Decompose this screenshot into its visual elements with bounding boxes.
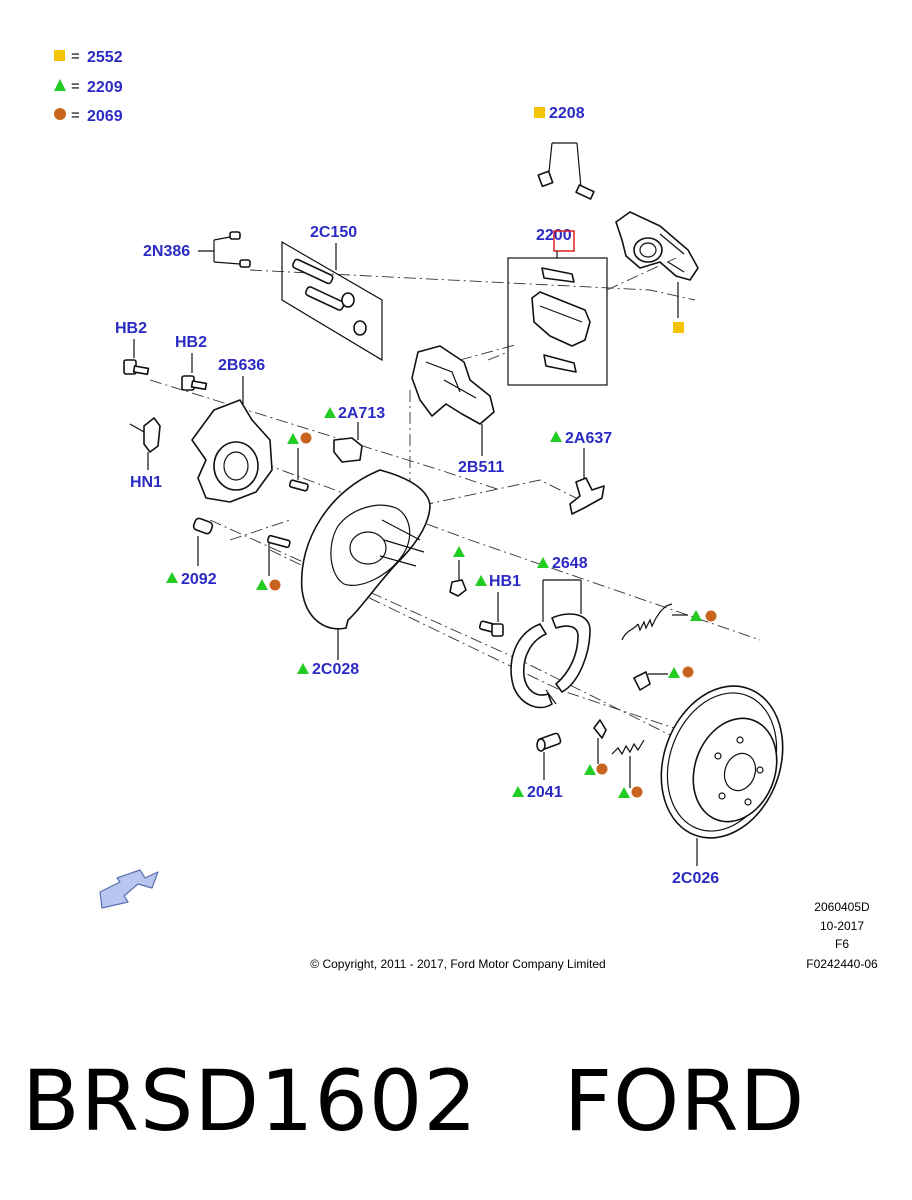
meta-code: 2060405D xyxy=(814,900,870,914)
screw-triangle-icon xyxy=(287,433,299,444)
adjuster-circle-icon xyxy=(682,666,694,678)
part-2c150-label: 2C150 xyxy=(310,224,357,241)
legend-triangle-sep: = xyxy=(71,78,80,95)
part-2b511-label: 2B511 xyxy=(458,459,504,476)
diagram-metadata: 2060405D 10-2017 F6 F0242440-06 © Copyri… xyxy=(310,900,878,971)
lower-lever-triangle-icon xyxy=(584,764,596,775)
shield-screw-circle-icon xyxy=(269,579,281,591)
part-2041-adjuster: 2041 xyxy=(512,732,563,801)
small-nut xyxy=(449,546,467,597)
part-hb1: HB1 xyxy=(475,573,521,637)
legend: = 2552 = 2209 = 2069 xyxy=(54,48,123,125)
part-2a713-label: 2A713 xyxy=(338,405,385,422)
lower-spring-triangle-icon xyxy=(618,787,630,798)
part-2a713-triangle-icon xyxy=(324,407,336,418)
part-2b511-bracket: 2B511 xyxy=(411,345,504,476)
legend-circle-sep: = xyxy=(71,107,80,124)
lower-spring-circle-icon xyxy=(631,786,643,798)
legend-circle-icon xyxy=(54,108,66,120)
pin-boot-icon xyxy=(341,292,367,336)
part-2092-triangle-icon xyxy=(166,572,178,583)
legend-triangle-icon xyxy=(54,79,66,91)
part-2648-label: 2648 xyxy=(552,555,588,572)
brake-pad-icon xyxy=(531,291,591,347)
part-hn1-label: HN1 xyxy=(130,474,162,491)
caliper-square-icon xyxy=(673,322,684,333)
spring-upper-triangle-icon xyxy=(690,610,702,621)
part-2a637-triangle-icon xyxy=(550,431,562,442)
part-2c028-triangle-icon xyxy=(297,663,309,674)
part-hn1: HN1 xyxy=(129,417,162,491)
part-hb1-label: HB1 xyxy=(489,573,521,590)
meta-date: 10-2017 xyxy=(820,919,864,933)
part-2c026-label: 2C026 xyxy=(672,870,719,887)
meta-ref: F0242440-06 xyxy=(806,957,878,971)
highlight-marker xyxy=(553,230,575,252)
part-2208-label: 2208 xyxy=(549,105,585,122)
meta-sheet: F6 xyxy=(835,937,849,951)
legend-square-sep: = xyxy=(71,48,80,65)
bolt-icon xyxy=(575,184,595,200)
part-2041-label: 2041 xyxy=(527,784,563,801)
part-2200-pad-kit: 2200 xyxy=(507,227,608,386)
part-2041-triangle-icon xyxy=(512,786,524,797)
guide-pin-icon xyxy=(292,258,345,311)
caption: BRSD1602 FORD xyxy=(22,1052,805,1150)
connector-lines xyxy=(487,257,677,361)
direction-arrow-icon xyxy=(99,869,159,909)
part-hb2-label-b: HB2 xyxy=(175,334,207,351)
caption-brand: FORD xyxy=(563,1052,806,1150)
legend-triangle-code: 2209 xyxy=(87,79,123,96)
spring-upper-circle-icon xyxy=(705,610,717,622)
part-2092-label: 2092 xyxy=(181,571,217,588)
part-2a637: 2A637 xyxy=(550,430,612,515)
legend-square-code: 2552 xyxy=(87,49,123,66)
part-hb2-bolts: HB2 HB2 xyxy=(115,320,208,391)
bolt-icon xyxy=(123,359,150,376)
small-nut-triangle-icon xyxy=(453,546,465,557)
copyright: © Copyright, 2011 - 2017, Ford Motor Com… xyxy=(310,957,605,971)
part-2n386: 2N386 xyxy=(143,231,251,268)
spring-upper xyxy=(621,603,717,641)
part-2c028-label: 2C028 xyxy=(312,661,359,678)
adjuster-lever xyxy=(633,666,694,691)
part-2c026-rotor: 2C026 xyxy=(660,685,784,887)
part-2a637-label: 2A637 xyxy=(565,430,612,447)
part-2b636-label: 2B636 xyxy=(218,357,265,374)
part-2208-bolts: 2208 xyxy=(534,105,595,200)
part-2208-square-icon xyxy=(534,107,545,118)
part-hb1-triangle-icon xyxy=(475,575,487,586)
bolt-icon xyxy=(181,375,208,391)
brake-exploded-diagram: = 2552 = 2209 = 2069 2208 xyxy=(54,48,878,971)
legend-circle-code: 2069 xyxy=(87,108,123,125)
lower-lever-circle-icon xyxy=(596,763,608,775)
adjuster-triangle-icon xyxy=(668,667,680,678)
brake-pad-clip-icon xyxy=(541,267,577,373)
part-hb2-label-a: HB2 xyxy=(115,320,147,337)
part-2648-triangle-icon xyxy=(537,557,549,568)
part-2c028-backing-plate: 2C028 xyxy=(297,469,431,678)
lower-lever xyxy=(584,719,608,775)
part-2n386-label: 2N386 xyxy=(143,243,190,260)
part-2b636-knuckle: 2B636 xyxy=(191,357,273,503)
part-2648-brake-shoes: 2648 xyxy=(510,555,591,709)
part-2092: 2092 xyxy=(166,517,217,588)
legend-square-icon xyxy=(54,50,65,61)
assembly-axis-lines xyxy=(149,269,761,761)
shield-screw-triangle-icon xyxy=(256,579,268,590)
part-2a713: 2A713 xyxy=(287,405,385,492)
screw-circle-icon xyxy=(300,432,312,444)
lower-spring xyxy=(611,739,645,798)
caption-part-number: BRSD1602 xyxy=(22,1052,478,1150)
shield-screw xyxy=(256,534,291,591)
part-2c150-kit: 2C150 xyxy=(281,224,383,362)
bolt-icon xyxy=(537,170,554,188)
caliper-icon xyxy=(615,211,699,333)
